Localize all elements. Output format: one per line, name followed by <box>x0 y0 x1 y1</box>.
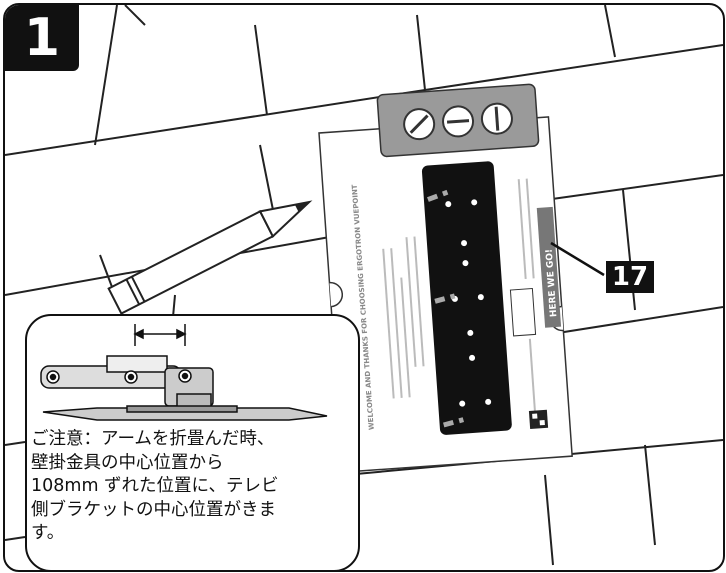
qr-code-icon <box>528 409 549 429</box>
template-go-label: HERE WE GO! <box>545 249 560 318</box>
step-number-badge: 1 <box>5 5 79 71</box>
detail-inset: ご注意：アームを折畳んだ時、 壁掛金具の中心位置から 108mm ずれた位置に、… <box>25 314 360 570</box>
pencil-icon <box>107 200 313 315</box>
instruction-panel: WELCOME AND THANKS FOR CHOOSING ERGOTRON… <box>3 3 725 572</box>
spirit-level-icon <box>376 83 540 158</box>
wall-bracket-icon <box>40 324 328 421</box>
caution-note: ご注意：アームを折畳んだ時、 壁掛金具の中心位置から 108mm ずれた位置に、… <box>31 429 279 543</box>
offset-dimension <box>133 324 187 346</box>
tile-wall <box>5 5 723 566</box>
mounting-template: WELCOME AND THANKS FOR CHOOSING ERGOTRON… <box>318 116 573 473</box>
wall-scene: WELCOME AND THANKS FOR CHOOSING ERGOTRON… <box>5 5 723 566</box>
callout-number: 17 <box>606 261 654 293</box>
wall-plate <box>421 161 512 435</box>
